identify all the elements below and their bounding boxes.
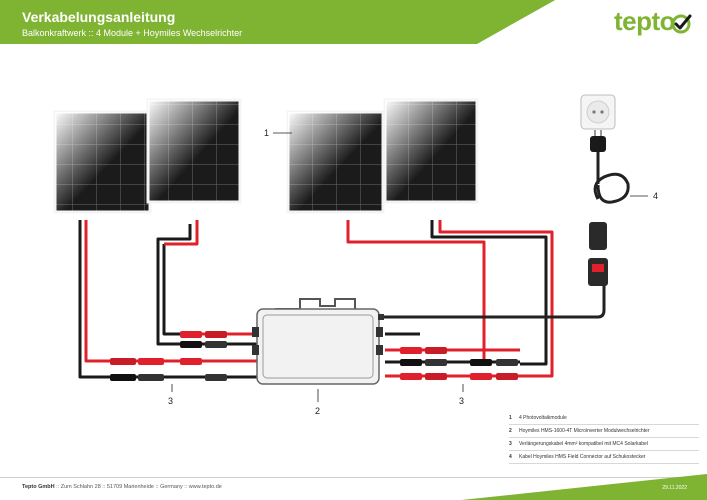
legend-text: Kabel Hoymiles HMS Field Connector auf S… [519,454,646,460]
solar-panel-icon [146,98,242,204]
mc4-connector-icon [110,331,227,381]
legend-number: 1 [509,415,512,421]
legend-item: 1 4 Photovoltaikmodule [509,412,699,425]
page-subtitle: Balkonkraftwerk :: 4 Module + Hoymiles W… [22,28,243,38]
tepto-logo: tepto [614,6,694,40]
solar-panel-icon [286,110,385,214]
legend-item: 2 Hoymiles HMS-1600-4T Microinverter Mod… [509,425,699,438]
legend: 1 4 Photovoltaikmodule 2 Hoymiles HMS-16… [509,412,699,464]
logo-text: tepto [614,6,676,36]
callout-plug: 4 [653,191,658,201]
legend-number: 2 [509,428,512,434]
legend-number: 3 [509,441,512,447]
inverter-icon [252,298,384,385]
legend-text: 4 Photovoltaikmodule [519,415,567,421]
tepto-checkmark-icon [671,14,692,34]
callout-cable-right: 3 [459,396,464,406]
callout-cable-left: 3 [168,396,173,406]
wiring-diagram: 1 [53,94,658,416]
footer-address: Tepto GmbH :: Zum Schlahn 28 :: 51709 Ma… [22,484,222,490]
legend-text: Hoymiles HMS-1600-4T Microinverter Modul… [519,428,650,434]
callout-inverter: 2 [315,406,320,416]
footer-divider [0,477,707,478]
legend-item: 4 Kabel Hoymiles HMS Field Connector auf… [509,451,699,464]
footer-date: 29.11.2022 [662,485,687,491]
schuko-plug-icon [588,130,608,286]
header-bar: Verkabelungsanleitung Balkonkraftwerk ::… [0,0,707,44]
schuko-socket-icon [580,94,616,130]
footer-address-text: :: Zum Schlahn 28 :: 51709 Marienheide :… [54,484,222,490]
legend-number: 4 [509,454,512,460]
callout-panels: 1 [264,128,269,138]
page-title: Verkabelungsanleitung [22,9,176,25]
footer-company: Tepto GmbH [22,484,55,490]
solar-panel-icon [383,98,479,204]
mc4-connector-icon [400,347,518,380]
solar-panel-icon [53,110,152,214]
legend-item: 3 Verlängerungskabel 4mm² kompatibel mit… [509,438,699,451]
legend-text: Verlängerungskabel 4mm² kompatibel mit M… [519,441,648,447]
